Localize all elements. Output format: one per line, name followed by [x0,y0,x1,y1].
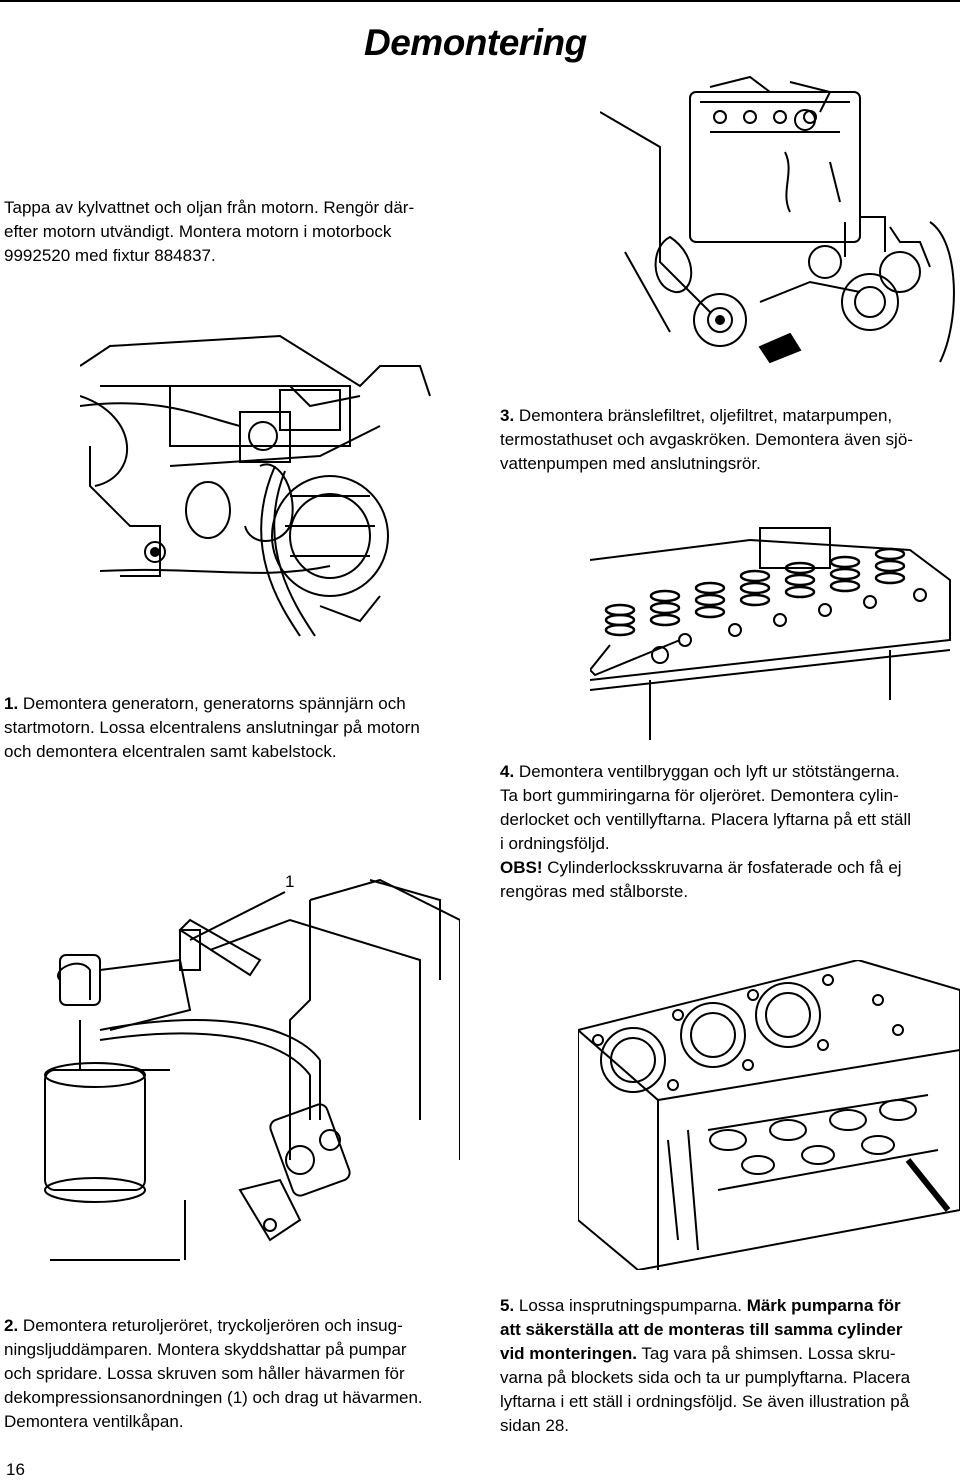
step-3-paragraph: 3. Demontera bränslefiltret, oljefiltret… [500,404,913,476]
step-5-text: Lossa insprutningspumparna. [518,1296,742,1315]
step-4-obs-line: OBS! Cylinderlocksskruvarna är fosfatera… [500,856,911,880]
step-1-line: och demontera elcentralen samt kabelstoc… [4,742,337,761]
step-2-line: ningsljuddämparen. Montera skyddshattar … [4,1340,407,1359]
step-5-line: att säkerställa att de monteras till sam… [500,1318,910,1342]
figure-fuel-pump [40,860,460,1280]
step-3-text: Demontera bränslefiltret, oljefiltret, m… [518,406,893,425]
step-5-number: 5. [500,1296,515,1315]
intro-line: efter motorn utvändigt. Montera motorn i… [4,222,392,241]
obs-text: Cylinderlocksskruvarna är fosfaterade oc… [547,858,902,877]
page-title: Demontering [364,22,587,63]
obs-label: OBS! [500,858,543,877]
step-5-line: lyftarna i ett ställ i ordningsföljd. Se… [500,1392,910,1411]
step-2-text: Demontera returoljeröret, tryckoljerören… [22,1316,403,1335]
figure-engine-filters [600,72,960,372]
step-4-number: 4. [500,762,515,781]
step-1-paragraph: 1. Demontera generatorn, generatorns spä… [4,692,420,764]
step-4-obs-line: rengöras med stålborste. [500,882,689,901]
step-2-line: och spridare. Lossa skruven som håller h… [4,1364,405,1383]
step-5-emphasis: vid monteringen. [500,1344,637,1363]
step-1-line: startmotorn. Lossa elcentralens anslutni… [4,718,420,737]
step-4-text: Demontera ventilbryggan och lyft ur stöt… [518,762,900,781]
intro-line: Tappa av kylvattnet och oljan från motor… [4,198,415,217]
step-4-line: 4. Demontera ventilbryggan och lyft ur s… [500,760,911,784]
intro-paragraph: Tappa av kylvattnet och oljan från motor… [4,196,414,268]
intro-line: 9992520 med fixtur 884837. [4,246,216,265]
step-2-paragraph: 2. Demontera returoljeröret, tryckoljerö… [4,1314,423,1434]
step-3-line: termostathuset och avgaskröken. Demonter… [500,430,913,449]
step-5-line: vid monteringen. Tag vara på shimsen. Lo… [500,1342,910,1366]
step-1-number: 1. [4,694,19,713]
top-rule [0,0,960,2]
step-4-paragraph: 4. Demontera ventilbryggan och lyft ur s… [500,760,911,904]
step-5-emphasis: att säkerställa att de monteras till sam… [500,1320,903,1339]
step-5-text: Tag vara på shimsen. Lossa skru- [641,1344,896,1363]
figure-generator [80,326,440,656]
page-number: 16 [6,1460,25,1479]
step-3-number: 3. [500,406,515,425]
step-5-line: varna på blockets sida och ta ur pumplyf… [500,1368,911,1387]
step-2-line: dekompressionsanordningen (1) och drag u… [4,1388,423,1407]
callout-1: 1 [285,872,295,891]
step-1-line: 1. Demontera generatorn, generatorns spä… [4,692,420,716]
step-5-line: sidan 28. [500,1416,569,1435]
figure-engine-block [578,960,960,1270]
step-5-paragraph: 5. Lossa insprutningspumparna. Märk pump… [500,1294,910,1438]
figure-valve-springs [590,520,960,740]
step-4-line: Ta bort gummiringarna för oljeröret. Dem… [500,786,899,805]
step-4-line: derlocket och ventillyftarna. Placera ly… [500,810,912,829]
step-5-emphasis: Märk pumparna för [746,1296,901,1315]
step-5-line: 5. Lossa insprutningspumparna. Märk pump… [500,1294,910,1318]
step-3-line: 3. Demontera bränslefiltret, oljefiltret… [500,404,913,428]
step-4-line: i ordningsföljd. [500,834,610,853]
step-3-line: vattenpumpen med anslutningsrör. [500,454,761,473]
step-1-text: Demontera generatorn, generatorns spännj… [22,694,406,713]
step-2-line: 2. Demontera returoljeröret, tryckoljerö… [4,1314,423,1338]
step-2-number: 2. [4,1316,19,1335]
step-2-line: Demontera ventilkåpan. [4,1412,184,1431]
